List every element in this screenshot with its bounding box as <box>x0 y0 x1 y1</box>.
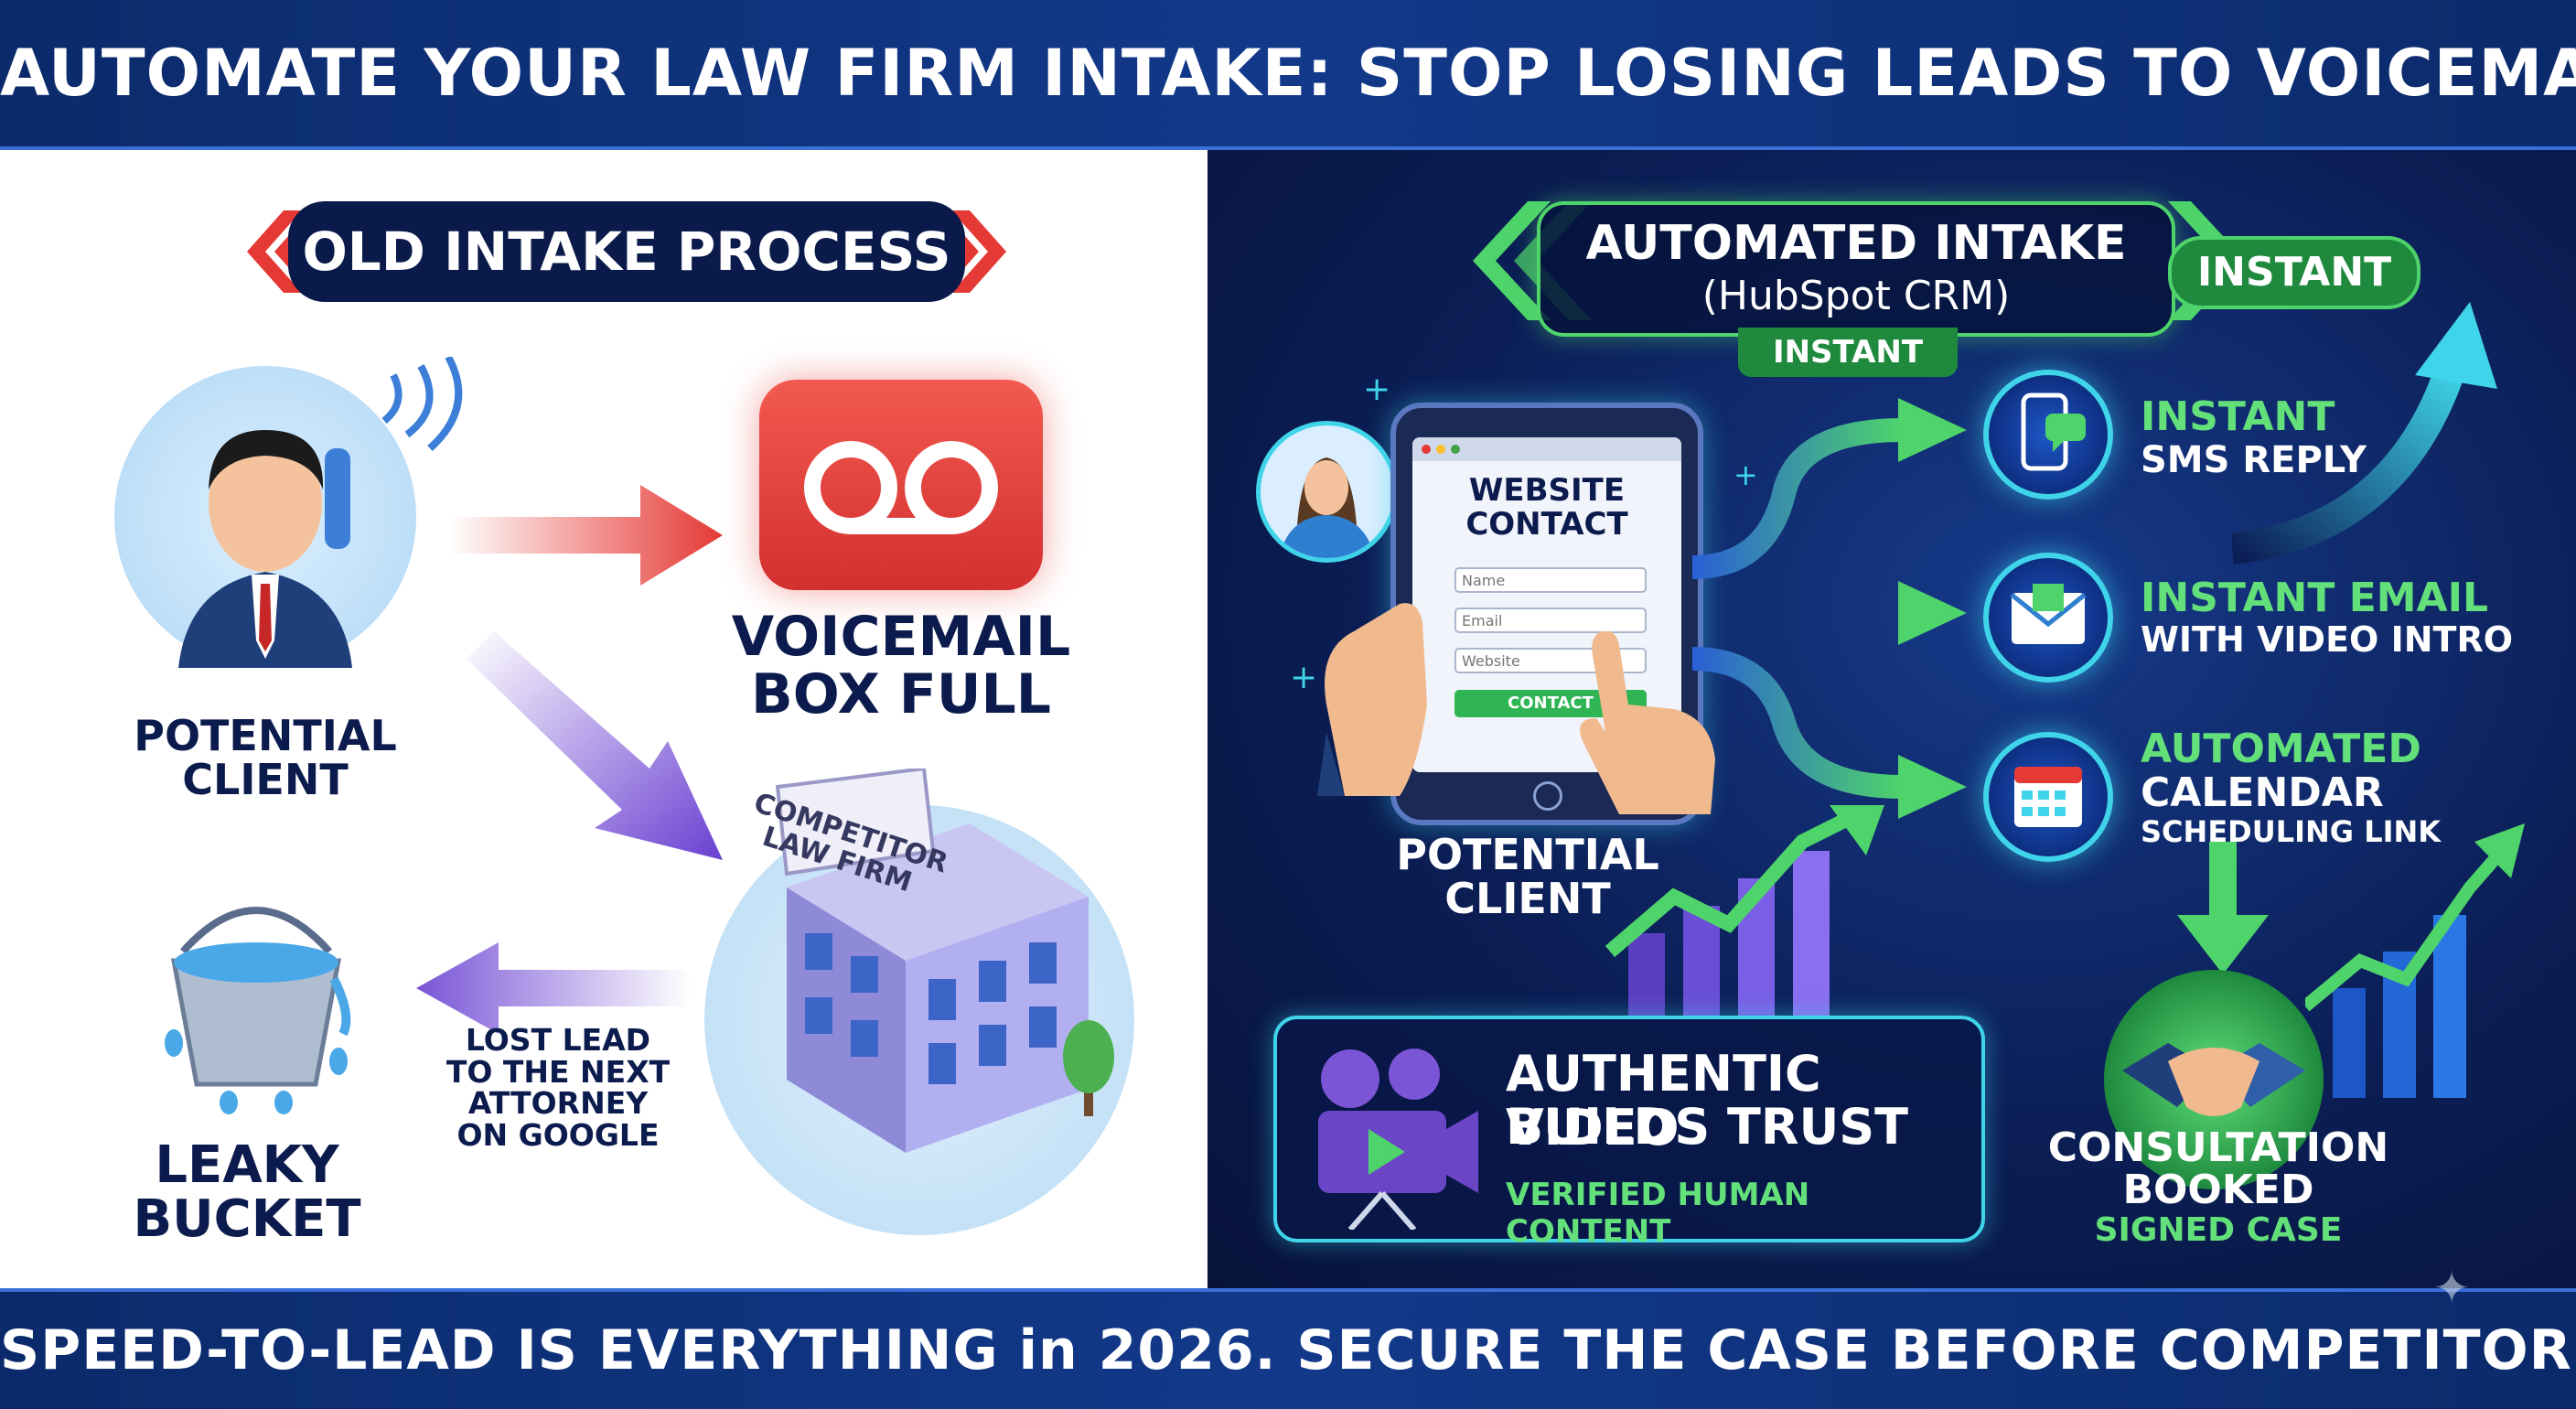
consultation-line3: SIGNED CASE <box>2094 1211 2343 1250</box>
calendar-icon-circle <box>1983 732 2113 862</box>
growth-arrow-top <box>2232 302 2497 565</box>
sparkle-icon: + <box>1290 659 1318 696</box>
output-calendar-line2: CALENDAR <box>2141 769 2384 817</box>
video-title-line2: BUILDS TRUST <box>1506 1098 1909 1156</box>
arrow-to-competitor <box>467 631 723 860</box>
down-arrow-consultation <box>2177 842 2269 974</box>
tree-icon <box>1063 1020 1114 1116</box>
old-potential-client-label: POTENTIAL CLIENT <box>134 711 397 805</box>
calendar-icon <box>2014 767 2082 827</box>
lost-lead-label: LOST LEAD TO THE NEXT ATTORNEY ON GOOGLE <box>445 1022 671 1153</box>
arrow-to-voicemail <box>448 485 723 586</box>
output-sms: INSTANT SMS REPLY <box>2141 393 2367 480</box>
video-subtitle: VERIFIED HUMAN CONTENT <box>1506 1177 1810 1250</box>
voicemail-full-label: VOICEMAIL BOX FULL <box>731 605 1071 726</box>
sms-icon-circle <box>1983 370 2113 500</box>
competitor-building-icon <box>775 769 1089 1153</box>
pointing-hand-icon <box>1580 631 1715 814</box>
instant-badge: INSTANT <box>2168 236 2420 309</box>
browser-bar <box>1412 437 1681 461</box>
video-camera-icon <box>1318 1049 1478 1230</box>
sparkle-icon: + <box>1363 371 1391 408</box>
voicemail-icon <box>804 441 998 534</box>
left-hand-icon <box>1317 603 1427 796</box>
tablet-home-button <box>1533 781 1562 811</box>
output-calendar-line1: AUTOMATED <box>2141 726 2421 772</box>
signal-waves-icon <box>381 357 463 451</box>
automated-title-box: AUTOMATED INTAKE (HubSpot CRM) <box>1537 201 2175 337</box>
woman-icon <box>1279 457 1375 558</box>
person-phone-avatar <box>114 366 416 668</box>
leaky-bucket-label: LEAKY BUCKET <box>133 1135 361 1249</box>
output-sms-line2: SMS REPLY <box>2141 439 2367 481</box>
automated-title: AUTOMATED INTAKE <box>1585 216 2127 271</box>
header-bar: AUTOMATE YOUR LAW FIRM INTAKE: STOP LOSI… <box>0 0 2576 150</box>
footer-bar: SPEED-TO-LEAD IS EVERYTHING in 2026. SEC… <box>0 1288 2576 1409</box>
output-calendar: AUTOMATED CALENDAR SCHEDULING LINK <box>2141 726 2442 849</box>
output-calendar-line3: SCHEDULING LINK <box>2141 813 2442 849</box>
leaky-bucket-icon <box>165 907 351 1114</box>
consultation-labels: CONSULTATION BOOKED SIGNED CASE <box>2040 1124 2397 1250</box>
email-envelope-icon <box>2010 584 2087 644</box>
email-icon-circle <box>1983 553 2113 683</box>
growth-chart-middle <box>1605 805 1884 1016</box>
growth-chart-right <box>2305 823 2525 1098</box>
consultation-line1: CONSULTATION <box>2047 1124 2389 1171</box>
output-email: INSTANT EMAIL WITH VIDEO INTRO <box>2141 575 2513 660</box>
page-title: AUTOMATE YOUR LAW FIRM INTAKE: STOP LOSI… <box>0 36 2576 111</box>
sms-phone-icon <box>2021 393 2086 471</box>
client-avatar <box>1256 421 1398 563</box>
output-sms-line1: INSTANT <box>2141 393 2335 440</box>
automated-subtitle: (HubSpot CRM) <box>1701 273 2011 319</box>
output-email-line1: INSTANT EMAIL <box>2141 575 2488 621</box>
form-title: WEBSITE CONTACT <box>1465 472 1628 543</box>
person-phone-icon <box>178 430 352 668</box>
sparkle-watermark-icon: ✦ <box>2433 1263 2471 1314</box>
handshake-icon <box>2122 1043 2305 1116</box>
output-email-line2: WITH VIDEO INTRO <box>2141 619 2514 660</box>
consultation-line2: BOOKED <box>2122 1167 2314 1214</box>
form-email-input[interactable] <box>1454 608 1647 633</box>
old-process-title: OLD INTAKE PROCESS <box>288 201 965 302</box>
arrow-to-bucket <box>416 942 691 1034</box>
instant-tab: INSTANT <box>1738 328 1958 377</box>
voicemail-icon-box <box>759 380 1043 590</box>
flow-arrows <box>1692 398 1967 819</box>
handshake-circle <box>2104 970 2324 1189</box>
authentic-video-box: AUTHENTIC VIDEO BUILDS TRUST VERIFIED HU… <box>1273 1016 1985 1250</box>
footer-text: SPEED-TO-LEAD IS EVERYTHING in 2026. SEC… <box>0 1318 2576 1382</box>
video-title-line1: AUTHENTIC VIDEO <box>1506 1045 1821 1157</box>
form-name-input[interactable] <box>1454 567 1647 593</box>
sparkle-icon: + <box>1733 457 1758 492</box>
auto-potential-client-label: POTENTIAL CLIENT <box>1396 830 1659 924</box>
